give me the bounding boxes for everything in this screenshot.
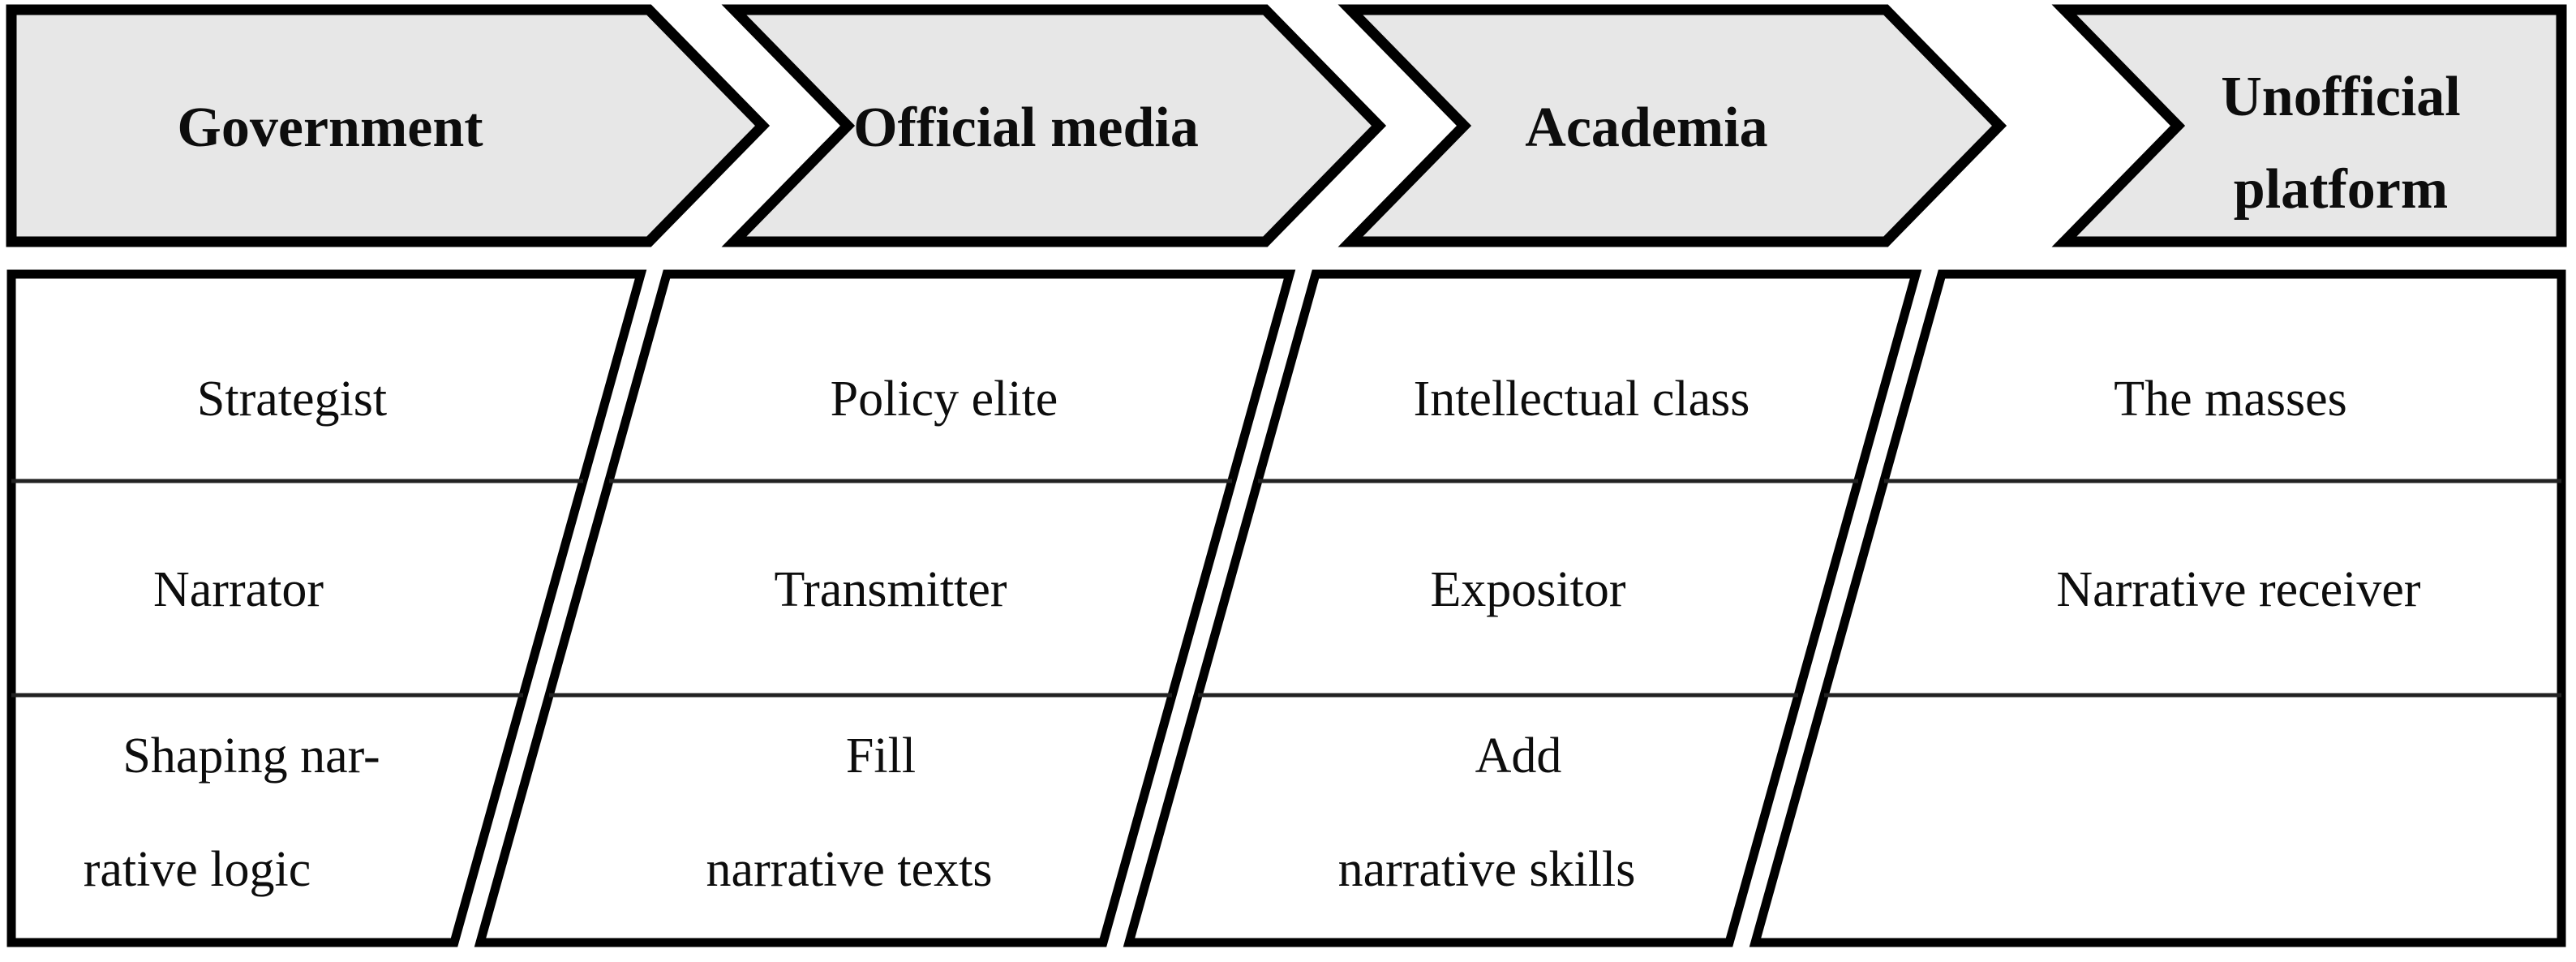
body-column-official-media	[474, 269, 1296, 947]
cell-government-row3-line2: rative logic	[84, 842, 311, 897]
cell-unofficial-platform-row2: Narrative receiver	[2056, 562, 2421, 617]
body-columns	[6, 269, 2566, 947]
cell-official-media-row2: Transmitter	[774, 562, 1007, 617]
body-column-government	[6, 269, 647, 947]
header-label-unofficial-line1: Unofficial	[2221, 66, 2461, 128]
cell-government-row1: Strategist	[197, 371, 387, 427]
header-row: Government Official media Academia Unoff…	[6, 4, 2567, 247]
header-chevron-academia	[1337, 4, 2007, 247]
header-label-government: Government	[177, 97, 483, 159]
cell-academia-row1: Intellectual class	[1414, 371, 1750, 427]
body-column-unofficial-platform	[1749, 269, 2566, 947]
cell-government-row3-line1: Shaping nar-	[122, 728, 380, 784]
row-dividers	[11, 479, 2561, 698]
header-label-academia: Academia	[1525, 97, 1767, 159]
cell-academia-row3-line1: Add	[1475, 728, 1562, 784]
cell-official-media-row3-line2: narrative texts	[706, 842, 993, 897]
cell-academia-row3-line2: narrative skills	[1338, 842, 1636, 897]
header-chevron-official-media	[721, 4, 1387, 247]
cell-academia-row2: Expositor	[1430, 562, 1625, 617]
header-chevron-government	[6, 4, 771, 247]
cell-government-row2: Narrator	[153, 562, 324, 617]
cell-official-media-row1: Policy elite	[831, 371, 1058, 427]
header-label-unofficial-line2: platform	[2234, 158, 2448, 221]
cell-unofficial-platform-row1: The masses	[2114, 371, 2347, 427]
body-column-academia	[1123, 269, 1922, 947]
cell-texts: Strategist Narrator Shaping nar- rative …	[84, 371, 2421, 897]
header-label-official-media: Official media	[853, 97, 1199, 159]
cell-official-media-row3-line1: Fill	[846, 728, 916, 784]
header-chevron-unofficial-platform	[2051, 4, 2567, 247]
